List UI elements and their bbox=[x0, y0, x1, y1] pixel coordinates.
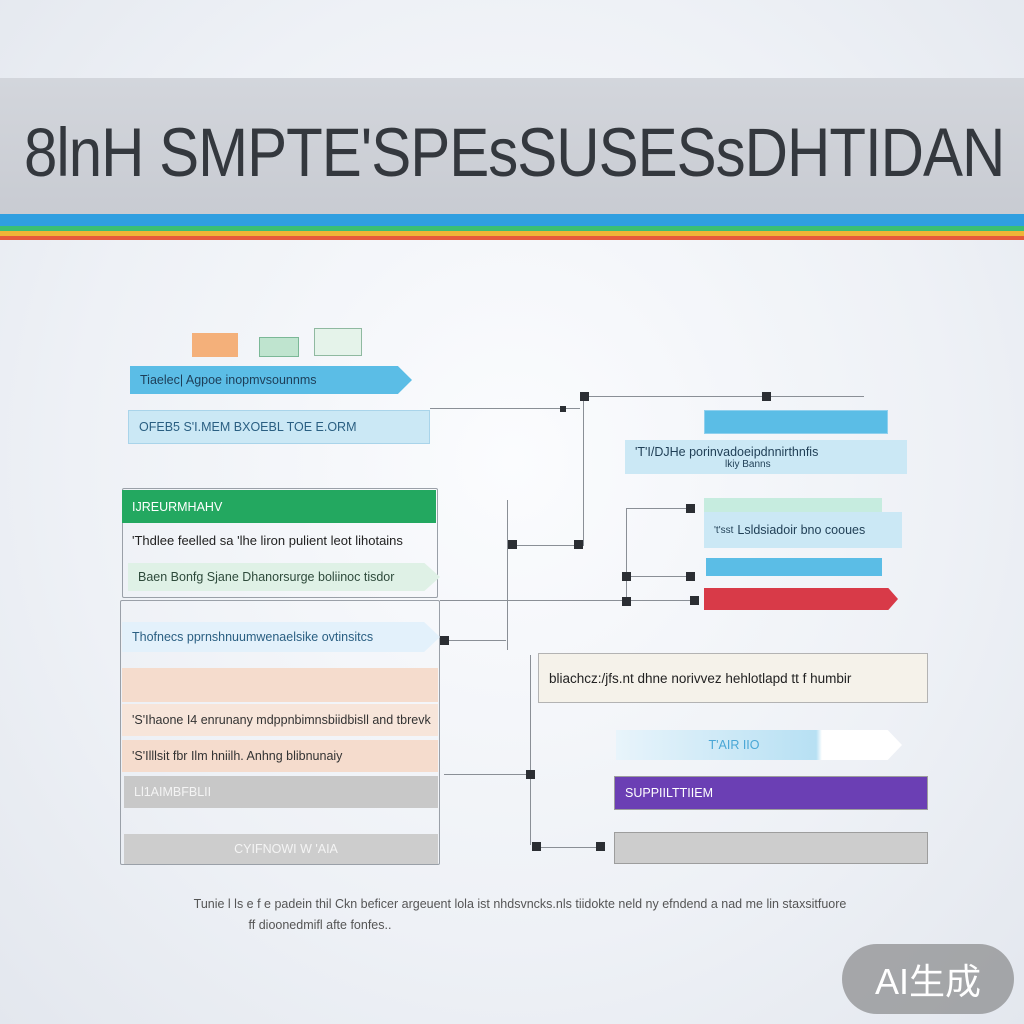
panel-2-row-1-label: 'S'Ihaone I4 enrunany mdppnbimnsbiidbisl… bbox=[132, 713, 431, 727]
panel-2-row-1: 'S'Ihaone I4 enrunany mdppnbimnsbiidbisl… bbox=[122, 704, 438, 736]
panel-1-text-label: 'Thdlee feelled sa 'lhe liron pulient le… bbox=[132, 532, 403, 548]
right-process-bar-2-prefix: 't'sst bbox=[714, 524, 734, 536]
process-bar-1: Tiaelec| Agpoe inopmvsounnms bbox=[130, 366, 412, 394]
process-bar-2-label: OFEB5 S'I.MEM BXOEBL TOE E.ORM bbox=[139, 420, 357, 434]
process-bar-1-label: Tiaelec| Agpoe inopmvsounnms bbox=[140, 373, 317, 387]
panel-2-arrow-label: Thofnecs pprnshnuumwenaelsike ovtinsitcs bbox=[132, 630, 374, 644]
panel-2-gray-2-label: CYIFNOWI W 'AIA bbox=[234, 842, 338, 856]
panel-1-header: IJREURMHAHV bbox=[122, 490, 436, 523]
connector bbox=[512, 545, 584, 546]
connector bbox=[584, 396, 864, 397]
right-process-bar-1: 'T'I/DJHe porinvadoeipdnnirthnfis lkiy B… bbox=[625, 440, 907, 474]
right-process-bar-2-label: Lsldsiadoir bno cooues bbox=[737, 523, 866, 537]
legend-chip-orange bbox=[192, 333, 238, 357]
connector-node bbox=[596, 842, 605, 851]
footer-caption-1: Tunie l ls e f e padein thil Ckn beficer… bbox=[193, 897, 847, 911]
connector-node bbox=[762, 392, 771, 401]
panel-2-row-2-label: 'S'Illlsit fbr Ilm hniilh. Anhng blibnun… bbox=[132, 749, 343, 763]
right-gray-bar bbox=[614, 832, 928, 864]
connector bbox=[583, 396, 584, 546]
legend-chip-green bbox=[259, 337, 299, 357]
connector bbox=[530, 655, 531, 845]
connector bbox=[536, 847, 601, 848]
right-panel-label: bliachcz:/jfs.nt dhne norivvez hehlotlap… bbox=[549, 670, 852, 686]
stripe-blue bbox=[0, 214, 1024, 226]
right-process-bar-2: 't'sst Lsldsiadoir bno cooues bbox=[704, 512, 902, 548]
right-red-arrow bbox=[704, 588, 898, 610]
connector bbox=[626, 508, 627, 603]
panel-2-row-2: 'S'Illlsit fbr Ilm hniilh. Anhng blibnun… bbox=[122, 740, 438, 772]
connector bbox=[626, 508, 686, 509]
connector bbox=[507, 500, 508, 650]
stripe-yellow bbox=[0, 231, 1024, 236]
panel-2-peach-block bbox=[122, 668, 438, 702]
connector bbox=[430, 408, 580, 409]
panel-2 bbox=[120, 600, 440, 865]
panel-1-header-label: IJREURMHAHV bbox=[132, 499, 223, 514]
ai-generated-badge: AI生成 bbox=[842, 944, 1014, 1014]
stripe-green bbox=[0, 226, 1024, 231]
panel-2-gray-1-label: Ll1AIMBFBLII bbox=[134, 785, 212, 799]
connector-node bbox=[690, 596, 699, 605]
right-process-bar-1-sub: lkiy Banns bbox=[725, 458, 771, 470]
connector bbox=[444, 774, 530, 775]
right-arrow-label-text: T'AIR IIO bbox=[708, 738, 760, 752]
panel-1-arrow: Baen Bonfg Sjane Dhanorsurge boliinoc ti… bbox=[128, 563, 440, 591]
banner-title: 8lnH SMPTE'SPEsSUSESsDHTIDAN bbox=[24, 113, 1004, 191]
connector-node bbox=[622, 597, 631, 606]
right-blue-bar-2 bbox=[706, 558, 882, 576]
connector-node bbox=[686, 572, 695, 581]
connector-node bbox=[440, 636, 449, 645]
connector-node bbox=[560, 406, 566, 412]
panel-2-gray-1: Ll1AIMBFBLII bbox=[124, 776, 438, 808]
connector-node bbox=[508, 540, 517, 549]
legend-chip-teal bbox=[314, 328, 362, 356]
panel-2-gray-2: CYIFNOWI W 'AIA bbox=[124, 834, 438, 864]
connector-node bbox=[574, 540, 583, 549]
panel-1-text: 'Thdlee feelled sa 'lhe liron pulient le… bbox=[122, 528, 436, 552]
right-arrow-label: T'AIR IIO bbox=[616, 730, 902, 760]
connector-node bbox=[526, 770, 535, 779]
right-mint-bar bbox=[704, 498, 882, 512]
right-purple-bar-label: SUPPIILTTIIEM bbox=[625, 786, 713, 800]
process-bar-2: OFEB5 S'I.MEM BXOEBL TOE E.ORM bbox=[128, 410, 430, 444]
connector-node bbox=[580, 392, 589, 401]
right-panel: bliachcz:/jfs.nt dhne norivvez hehlotlap… bbox=[538, 653, 928, 703]
panel-1-arrow-label: Baen Bonfg Sjane Dhanorsurge boliinoc ti… bbox=[138, 570, 395, 584]
right-blue-bar bbox=[704, 410, 888, 434]
title-banner: 8lnH SMPTE'SPEsSUSESsDHTIDAN bbox=[0, 78, 1024, 218]
stripe-red bbox=[0, 236, 1024, 240]
panel-1 bbox=[122, 488, 438, 598]
connector bbox=[440, 600, 695, 601]
right-purple-bar: SUPPIILTTIIEM bbox=[614, 776, 928, 810]
footer-caption-2: ff dioonedmifl afte fonfes.. bbox=[248, 918, 392, 932]
connector bbox=[444, 640, 506, 641]
panel-2-arrow: Thofnecs pprnshnuumwenaelsike ovtinsitcs bbox=[122, 622, 440, 652]
connector-node bbox=[686, 504, 695, 513]
connector-node bbox=[532, 842, 541, 851]
connector-node bbox=[622, 572, 631, 581]
right-process-bar-1-label: 'T'I/DJHe porinvadoeipdnnirthnfis bbox=[635, 444, 819, 459]
connector bbox=[626, 576, 686, 577]
